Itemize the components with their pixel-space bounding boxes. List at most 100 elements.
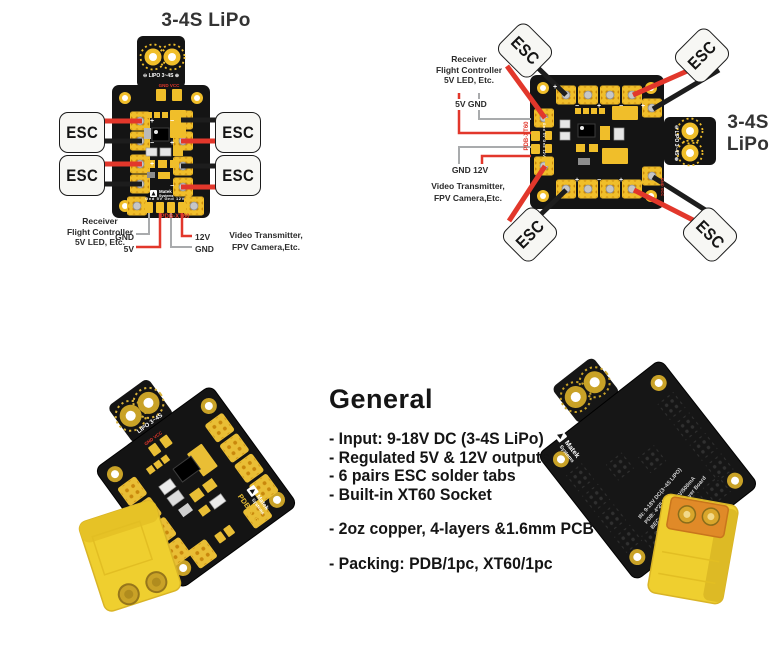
mounting-hole [191, 92, 203, 104]
output-pins-silkscreen: Gnd 5V Gnd 12V [145, 195, 185, 201]
video-callout: Video Transmitter, FPV Camera,Etc. [214, 229, 318, 253]
side-receiver-callout: Receiver Flight Controller 5V LED, Etc. [430, 54, 508, 86]
esc-pad-cluster [577, 179, 599, 199]
leader-lines [457, 93, 531, 164]
leader-line-gnd [478, 110, 531, 120]
esc-pad-cluster [621, 179, 643, 199]
polarity-mark: − [170, 183, 175, 190]
gnd2-pin-label: GND [195, 243, 214, 254]
video-callout-line2: FPV Camera,Etc. [231, 242, 301, 252]
bullet-copper: - 2oz copper, 4-layers &1.6mm PCB [329, 520, 594, 538]
out-pad-12v [178, 202, 186, 213]
smd-components [145, 443, 227, 518]
side-receiver-line1: Receiver [451, 54, 487, 64]
polarity-mark: + [641, 103, 646, 110]
bullet-esc-tabs: - 6 pairs ESC solder tabs [329, 467, 516, 485]
12v-pin-label: 12V [195, 231, 211, 242]
5v-gnd-label: 5V GND [455, 99, 487, 109]
general-bullet-list: - Input: 9-18V DC (3-4S LiPo) - Regulate… [329, 430, 605, 573]
video-callout-line1: Video Transmitter, [229, 230, 303, 240]
brand-silkscreen: Matek [159, 189, 172, 194]
side-diagram-board [457, 64, 721, 223]
gnd-pin-label: GND [115, 231, 134, 242]
leader-line-gnd2 [170, 213, 192, 248]
lipo-silkscreen: ⊖ LIPO 3~4S ⊕ [142, 73, 180, 79]
leader-line-5v [457, 110, 531, 135]
polarity-mark: − [619, 103, 624, 110]
out-pad [545, 131, 552, 140]
bullet-xt60: - Built-in XT60 Socket [329, 485, 492, 504]
leader-line-12v [480, 154, 531, 164]
general-section-title: General [329, 384, 434, 414]
mounting-hole [119, 92, 131, 104]
side-lipo-label: 3-4S LiPo [723, 112, 771, 156]
receiver-callout-line2: Flight Controller [66, 226, 134, 237]
model-silkscreen: PDB-XT60 [160, 214, 190, 220]
gndvcc-silkscreen: GND VCC [158, 83, 180, 88]
via-ring [158, 43, 186, 71]
side-receiver-line2: Flight Controller [435, 64, 503, 75]
leader-line-gnd2 [458, 146, 531, 164]
out-pad [545, 157, 552, 166]
esc-label-right-1: ESC [215, 112, 261, 153]
out-pad-5v [156, 202, 164, 213]
receiver-callout-line1: Receiver [82, 216, 118, 226]
polarity-mark: + [575, 177, 580, 184]
smd-components [559, 106, 638, 165]
polarity-mark: + [619, 177, 624, 184]
side-video-line2: FPV Camera,Etc. [433, 193, 503, 203]
esc-pad-cluster [599, 85, 621, 105]
out-pad [531, 144, 540, 154]
mounting-hole [537, 190, 549, 202]
esc-label-right-2: ESC [215, 155, 261, 196]
esc-wires [104, 117, 218, 190]
front-diagram-board [104, 36, 218, 249]
vcc-pad [172, 89, 182, 101]
receiver-callout-line3: 5V LED, Etc. [74, 237, 126, 247]
out-pad-gnd [145, 202, 153, 213]
side-lipo-label-line1: 3-4S [727, 112, 769, 133]
side-receiver-line3: 5V LED, Etc. [443, 75, 495, 85]
brand2-silkscreen: Systems [159, 194, 174, 198]
receiver-callout: Receiver Flight Controller 5V LED, Etc. [64, 216, 136, 248]
wire-red [632, 187, 695, 223]
front-diagram-title: 3-4S LiPo [161, 10, 251, 31]
side-output-pins-silkscreen: Gnd 5V Gnd 12V [542, 122, 546, 158]
esc-label-left-1: ESC [59, 112, 105, 153]
out-pad [545, 144, 552, 153]
polarity-mark: + [150, 161, 155, 168]
leader-lines [136, 213, 192, 249]
wire-red [631, 65, 696, 98]
gnd-12v-label: GND 12V [451, 165, 489, 175]
out-pad [531, 131, 540, 141]
esc-pad-cluster [577, 85, 599, 105]
polarity-mark: + [170, 140, 175, 147]
bullet-outputs: - Regulated 5V & 12V outputs [329, 448, 550, 467]
polarity-mark: + [553, 84, 558, 91]
wire-red [506, 164, 548, 223]
esc-label-left-2: ESC [59, 155, 105, 196]
side-lipo-label-line2: LiPo [726, 134, 770, 155]
polarity-mark: + [150, 118, 155, 125]
side-video-line1: Video Transmitter, [431, 181, 505, 191]
leader-line-gnd [136, 213, 150, 235]
out-pad [545, 118, 552, 127]
bullet-packing: - Packing: PDB/1pc, XT60/1pc [329, 554, 553, 573]
side-gndvcc-silkscreen: GND VCC [660, 177, 665, 197]
polarity-mark: − [150, 140, 155, 147]
polarity-mark: + [597, 103, 602, 110]
polarity-mark: − [170, 118, 175, 125]
xt60-connector-front [78, 500, 182, 612]
gnd-pad [156, 89, 166, 101]
esc-pad-cluster [599, 179, 621, 199]
leader-line-5v [136, 213, 162, 249]
side-model-silkscreen: PDB-XT60 [524, 121, 530, 151]
leader-line-12v [180, 213, 192, 238]
bullet-input: - Input: 9-18V DC (3-4S LiPo) [329, 430, 544, 448]
wire-red [504, 64, 548, 120]
polarity-mark: − [597, 177, 602, 184]
smd-components [144, 110, 186, 179]
wire-black [534, 64, 568, 97]
